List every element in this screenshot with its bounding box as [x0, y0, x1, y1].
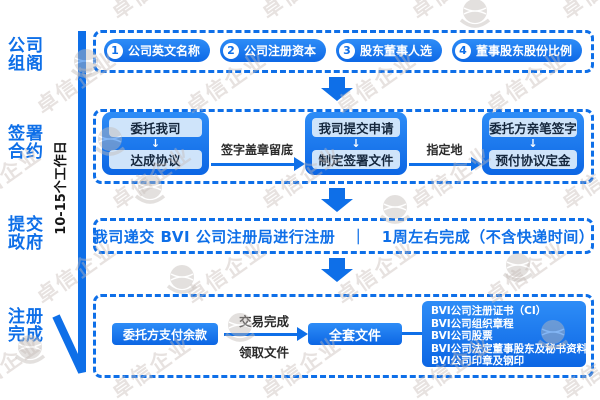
- requirement-pill-1: 1 公司英文名称: [104, 39, 211, 62]
- process-step: 制定签署文件: [312, 150, 400, 169]
- process-step: 委托方亲笔签字: [489, 118, 577, 137]
- contract-process-row: 委托我司 ↓ 达成协议 签字盖章留底 我司提交申请 ↓ 制定签署文件 指定地 委…: [96, 112, 590, 175]
- big-down-arrow-icon: [321, 77, 353, 101]
- process-step: 预付协议定金: [489, 150, 577, 169]
- completion-row: 委托方支付余款 交易完成 领取文件 全套文件 BVI公司注册证书（CI） BVI…: [96, 294, 594, 378]
- watermark-text: 卓信企业: [255, 0, 348, 26]
- flow-connector-2: 指定地: [407, 112, 482, 175]
- document-item: BVI公司注册证书（CI）: [431, 305, 547, 317]
- process-step: 我司提交申请: [312, 118, 400, 137]
- process-box-apply: 我司提交申请 ↓ 制定签署文件: [305, 112, 407, 175]
- timeline-bar: [52, 31, 86, 374]
- big-down-arrow-icon: [321, 188, 353, 212]
- pill-number-icon: 2: [222, 42, 239, 59]
- stage-label-submit-gov: 提交 政府: [8, 215, 44, 253]
- stage-label-sign-contract: 签署 合约: [8, 124, 44, 162]
- process-step: 委托我司: [109, 118, 202, 137]
- arrow-right-icon: [297, 327, 308, 341]
- watermark-text: 卓信企业: [405, 0, 498, 26]
- arrow-right-icon: [471, 157, 482, 171]
- document-list: BVI公司注册证书（CI） BVI公司组织章程 BVI公司股票 BVI公司法定董…: [422, 301, 588, 368]
- stage-label-register-done: 注册 完成: [8, 307, 44, 345]
- requirement-pill-3: 3 股东董事人选: [335, 39, 442, 62]
- document-item: BVI公司印章及钢印: [431, 355, 525, 368]
- process-step: 达成协议: [109, 150, 202, 169]
- requirement-label: 公司英文名称: [128, 44, 201, 58]
- pill-number-icon: 4: [454, 42, 471, 59]
- connector-label: 签字盖章留底: [220, 143, 293, 157]
- down-arrow-icon: ↓: [150, 137, 161, 150]
- arrow-line: [409, 163, 473, 166]
- pill-number-icon: 3: [338, 42, 355, 59]
- connector-label-top: 交易完成: [238, 314, 289, 329]
- requirement-label: 公司注册资本: [243, 44, 316, 58]
- requirement-label: 董事股东股份比例: [475, 44, 572, 58]
- link-line: [402, 332, 424, 335]
- arrow-line: [224, 333, 298, 336]
- globe-logo-icon: [499, 249, 537, 291]
- watermark-text: 卓信企业: [0, 0, 47, 26]
- down-arrow-icon: ↓: [351, 137, 361, 150]
- stage-label-company-setup: 公司 组阁: [8, 36, 44, 74]
- big-down-arrow-icon: [321, 258, 353, 282]
- document-item: BVI公司股票: [431, 330, 493, 343]
- connector-label-bottom: 领取文件: [238, 345, 289, 360]
- down-arrow-icon: ↓: [528, 137, 538, 150]
- arrow-line: [211, 163, 296, 166]
- document-item: BVI公司组织章程: [431, 317, 514, 330]
- package-box: 全套文件: [308, 323, 402, 345]
- arrow-right-icon: [294, 157, 305, 171]
- requirement-label: 股东董事人选: [359, 44, 432, 58]
- flow-connector-3: 交易完成 领取文件: [220, 306, 308, 360]
- stage3-submission-box: 我司递交 BVI 公司注册局进行注册 ｜ 1周左右完成（不含快递时间）: [93, 218, 594, 254]
- watermark-text: 卓信企业: [555, 0, 600, 26]
- requirement-pill-2: 2 公司注册资本: [219, 39, 326, 62]
- pill-number-icon: 1: [107, 42, 123, 59]
- flow-connector-1: 签字盖章留底: [209, 112, 305, 175]
- stage1-requirements-box: [93, 30, 594, 73]
- process-box-sign: 委托方亲笔签字 ↓ 预付协议定金: [482, 112, 584, 175]
- watermark-text: 卓信企业: [105, 0, 198, 26]
- process-box-entrust: 委托我司 ↓ 达成协议: [102, 112, 209, 175]
- stage2-contract-box: [93, 109, 594, 184]
- stage4-completion-box: [93, 294, 594, 378]
- payment-box: 委托方支付余款: [112, 323, 218, 345]
- submission-statement: 我司递交 BVI 公司注册局进行注册 ｜ 1周左右完成（不含快递时间）: [92, 227, 595, 246]
- connector-label: 指定地: [426, 143, 463, 157]
- requirement-pill-4: 4 董事股东股份比例: [451, 39, 582, 62]
- document-item: BVI公司法定董事股东及秘书资料: [431, 342, 588, 355]
- requirements-list: 1 公司英文名称 2 公司注册资本 3 股东董事人选 4 董事股东股份比例: [96, 39, 590, 62]
